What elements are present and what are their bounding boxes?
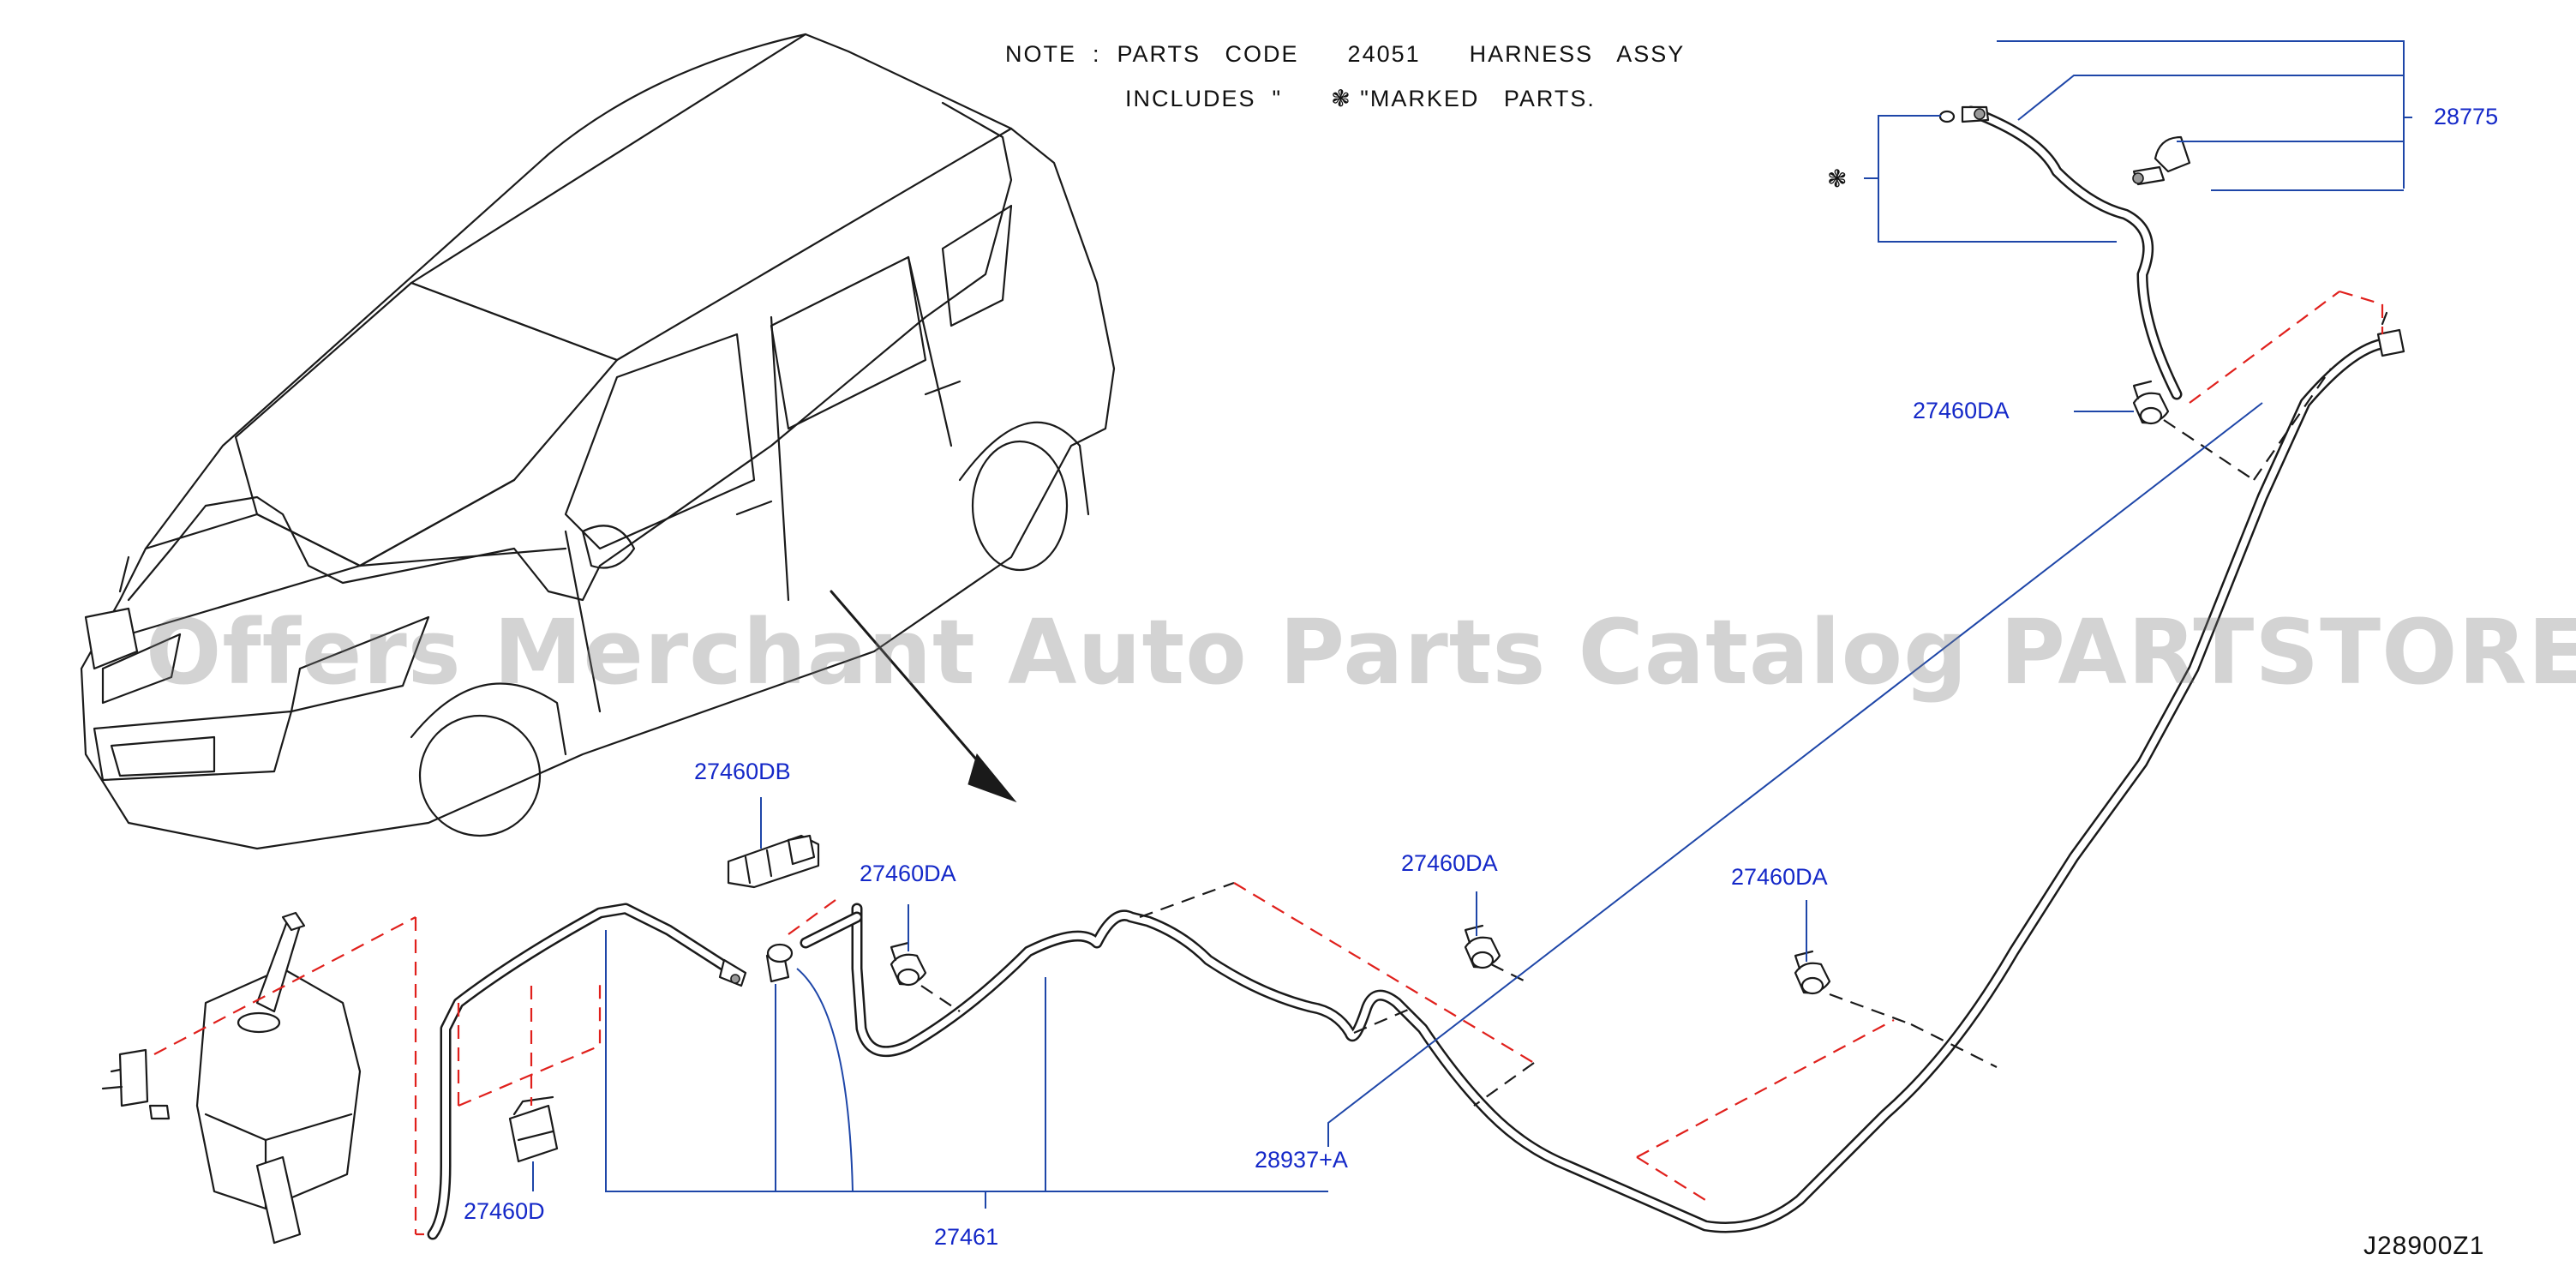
callout-27461[interactable]: 27461 [934,1224,999,1250]
callout-28937A[interactable]: 28937+A [1255,1147,1348,1173]
figure-code: J28900Z1 [2363,1232,2485,1260]
callout-27460D[interactable]: 27460D [464,1198,545,1224]
callout-27460DB[interactable]: 27460DB [694,759,791,784]
marked-parts-bracket-icon: ❃ [1827,165,1849,193]
clip-27460DB [727,834,820,889]
dashed-reference-lines [457,290,2384,1201]
vehicle-illustration [80,33,1116,850]
clip-27460DA-c [1794,950,1831,995]
note-line-2-prefix: INCLUDES " [1125,86,1332,111]
callout-27460DA-a[interactable]: 27460DA [860,861,956,886]
washer-reservoir [101,911,424,1245]
rear-washer-nozzle [2132,135,2191,186]
callout-27460DA-c[interactable]: 27460DA [1731,864,1828,890]
note-line-2: INCLUDES " ❃ "MARKED PARTS. [1125,86,1596,112]
washer-hose-27461 [427,105,2397,1240]
clip-27460DA-a [890,941,927,987]
note-line-2-suffix: "MARKED PARTS. [1351,86,1596,111]
callout-27460DA-top[interactable]: 27460DA [1913,398,2010,423]
upper-hose-joint [1938,105,1990,123]
clip-27460DA-top [2132,380,2170,425]
callout-28775[interactable]: 28775 [2434,104,2499,129]
leader-lines [532,40,2412,1209]
clip-27460DA-b [1464,924,1501,969]
clip-27460D [508,1095,559,1163]
callout-27460DA-b[interactable]: 27460DA [1401,850,1498,876]
marked-parts-symbol-icon: ❃ [1331,86,1352,112]
note-line-1: NOTE : PARTS CODE 24051 HARNESS ASSY [1005,41,1686,67]
connector-joint [718,943,794,987]
rear-nozzle-joint [2376,311,2405,357]
